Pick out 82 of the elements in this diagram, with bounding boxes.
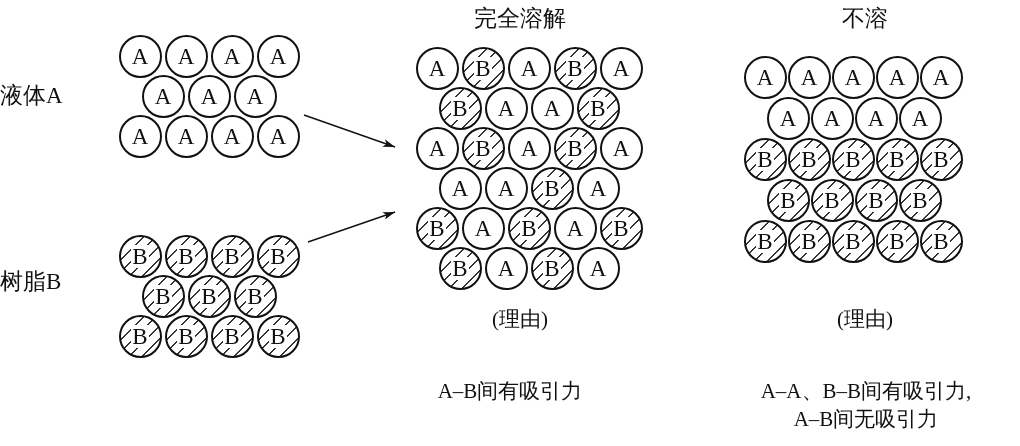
- molecule-circle: B: [164, 314, 208, 358]
- molecule-circle: B: [919, 137, 963, 181]
- molecule-circle: A: [415, 126, 459, 170]
- molecule-circle: B: [787, 219, 831, 263]
- molecule-circle: A: [164, 34, 208, 78]
- molecule-circle: A: [256, 34, 300, 78]
- molecule-circle: A: [530, 86, 574, 130]
- caption-text: A–A、B–B间有吸引力, A–B间无吸引力: [759, 378, 973, 433]
- molecule-circle: A: [438, 166, 482, 210]
- molecule-circle: A: [599, 46, 643, 90]
- molecule-circle: B: [766, 178, 810, 222]
- molecule-circle: B: [256, 314, 300, 358]
- molecule-circle: A: [919, 55, 963, 99]
- molecule-circle: B: [118, 314, 162, 358]
- molecule-circle: A: [233, 74, 277, 118]
- molecule-circle: B: [210, 234, 254, 278]
- molecule-circle: A: [787, 55, 831, 99]
- molecule-circle: A: [854, 96, 898, 140]
- molecule-circle: A: [766, 96, 810, 140]
- molecule-circle: B: [187, 274, 231, 318]
- molecule-circle: B: [438, 246, 482, 290]
- cluster-heading: 树脂B: [0, 268, 63, 296]
- molecule-circle: A: [210, 34, 254, 78]
- cluster-heading: 液体A: [0, 82, 64, 110]
- molecule-circle: B: [553, 46, 597, 90]
- molecule-circle: B: [875, 137, 919, 181]
- molecule-circle: A: [484, 86, 528, 130]
- molecule-circle: A: [831, 55, 875, 99]
- cluster-heading: 不溶: [841, 5, 889, 33]
- caption-text: (理由): [836, 306, 894, 333]
- molecule-circle: B: [787, 137, 831, 181]
- arrow: [307, 211, 396, 243]
- molecule-circle: A: [507, 126, 551, 170]
- molecule-circle: A: [875, 55, 919, 99]
- molecule-circle: B: [233, 274, 277, 318]
- molecule-circle: B: [875, 219, 919, 263]
- molecule-circle: B: [438, 86, 482, 130]
- molecule-circle: A: [484, 246, 528, 290]
- molecule-circle: B: [810, 178, 854, 222]
- molecule-circle: A: [507, 46, 551, 90]
- molecule-circle: A: [118, 34, 162, 78]
- molecule-circle: B: [831, 137, 875, 181]
- molecule-circle: A: [415, 46, 459, 90]
- molecule-circle: B: [141, 274, 185, 318]
- molecule-circle: A: [118, 114, 162, 158]
- molecule-circle: B: [553, 126, 597, 170]
- molecule-circle: A: [898, 96, 942, 140]
- molecule-circle: A: [164, 114, 208, 158]
- molecule-circle: B: [743, 137, 787, 181]
- molecule-circle: A: [141, 74, 185, 118]
- molecule-circle: B: [831, 219, 875, 263]
- caption-text: (理由): [491, 306, 549, 333]
- cluster-heading: 完全溶解: [473, 5, 567, 33]
- molecule-circle: B: [530, 166, 574, 210]
- molecule-circle: B: [530, 246, 574, 290]
- molecule-circle: A: [576, 166, 620, 210]
- molecule-circle: B: [576, 86, 620, 130]
- molecule-circle: A: [553, 206, 597, 250]
- molecule-circle: B: [898, 178, 942, 222]
- molecule-circle: B: [919, 219, 963, 263]
- caption-text: A–B间有吸引力: [436, 378, 584, 405]
- molecule-circle: B: [461, 46, 505, 90]
- molecule-circle: B: [507, 206, 551, 250]
- molecule-circle: A: [187, 74, 231, 118]
- molecule-circle: B: [118, 234, 162, 278]
- molecule-circle: B: [256, 234, 300, 278]
- molecule-circle: B: [599, 206, 643, 250]
- molecule-circle: A: [599, 126, 643, 170]
- arrow: [303, 114, 396, 148]
- molecule-circle: A: [576, 246, 620, 290]
- molecule-circle: A: [210, 114, 254, 158]
- molecule-circle: A: [743, 55, 787, 99]
- molecule-circle: B: [415, 206, 459, 250]
- molecule-circle: A: [484, 166, 528, 210]
- molecule-circle: A: [810, 96, 854, 140]
- molecule-circle: A: [461, 206, 505, 250]
- molecule-circle: B: [164, 234, 208, 278]
- molecule-circle: A: [256, 114, 300, 158]
- molecule-circle: B: [210, 314, 254, 358]
- molecule-circle: B: [854, 178, 898, 222]
- molecule-circle: B: [461, 126, 505, 170]
- molecule-circle: B: [743, 219, 787, 263]
